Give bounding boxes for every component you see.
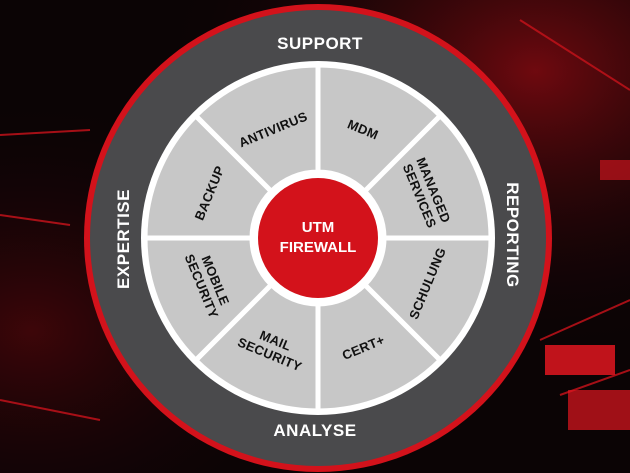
ring-label-expertise: EXPERTISE	[114, 189, 133, 289]
center-label-line2: FIREWALL	[280, 239, 357, 256]
ring-label-support: SUPPORT	[277, 34, 363, 53]
center-circle	[258, 178, 378, 298]
segments: MDMMANAGEDSERVICESSCHULUNGCERT+MAILSECUR…	[142, 62, 494, 414]
ring-label-reporting: REPORTING	[503, 182, 522, 288]
center-label-line1: UTM	[302, 219, 335, 236]
ring-label-analyse: ANALYSE	[273, 421, 356, 440]
